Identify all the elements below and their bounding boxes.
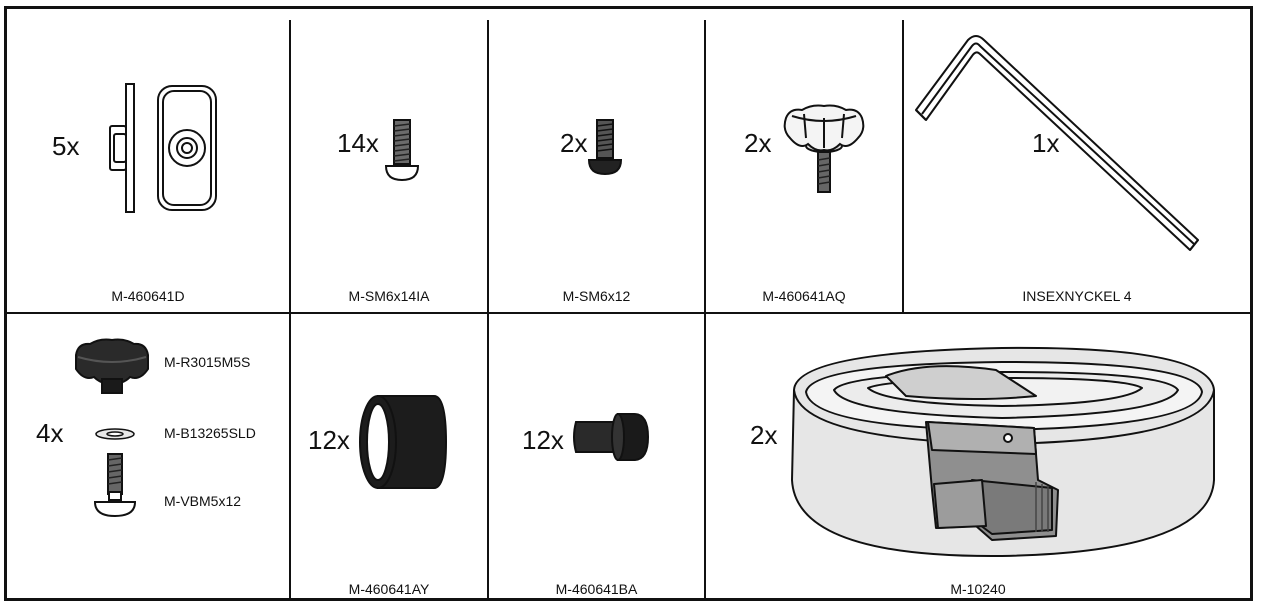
row-divider — [7, 312, 1250, 314]
top-divider-4 — [902, 20, 904, 312]
part-code: M-460641AY — [348, 581, 430, 597]
part-code: M-460641D — [111, 288, 185, 304]
part-code: M-460641AQ — [762, 288, 846, 304]
top-divider-3 — [704, 20, 706, 312]
star-knob-screw-icon — [783, 104, 865, 193]
quantity-label: 14x — [337, 128, 379, 158]
part-code: M-VBM5x12 — [164, 493, 242, 509]
part-code: M-SM6x12 — [562, 288, 631, 304]
part-code: INSEXNYCKEL 4 — [1022, 288, 1132, 304]
part-code: M-10240 — [950, 581, 1006, 597]
part-code: M-SM6x14IA — [348, 288, 430, 304]
quantity-label: 12x — [522, 425, 564, 455]
quantity-label: 2x — [560, 128, 588, 158]
top-divider-1 — [289, 20, 291, 312]
top-divider-2 — [487, 20, 489, 312]
button-head-screw-black-icon — [587, 119, 623, 176]
quantity-label: 1x — [1032, 128, 1060, 158]
quantity-label: 12x — [308, 425, 350, 455]
part-code: M-R3015M5S — [164, 354, 251, 370]
carriage-bolt-icon — [93, 453, 137, 518]
button-head-screw-icon — [384, 119, 420, 182]
hex-key-icon — [915, 35, 1199, 251]
quantity-label: 2x — [744, 128, 772, 158]
strap-buckle-icon — [791, 346, 1215, 558]
washer-icon — [95, 428, 135, 440]
quantity-label: 2x — [750, 420, 778, 450]
part-code: M-460641BA — [555, 581, 638, 597]
bottom-divider-3 — [704, 314, 706, 601]
quantity-label: 5x — [52, 131, 80, 161]
bottom-divider-2 — [487, 314, 489, 601]
bottom-divider-1 — [289, 314, 291, 601]
part-code: M-B13265SLD — [164, 425, 256, 441]
quantity-label: 4x — [36, 418, 64, 448]
t-slot-nut-plate-icon — [109, 83, 217, 213]
rubber-sleeve-icon — [359, 395, 448, 489]
star-knob-nut-icon — [75, 338, 149, 394]
sheet-border — [4, 6, 1253, 601]
rubber-foot-icon — [573, 413, 650, 461]
